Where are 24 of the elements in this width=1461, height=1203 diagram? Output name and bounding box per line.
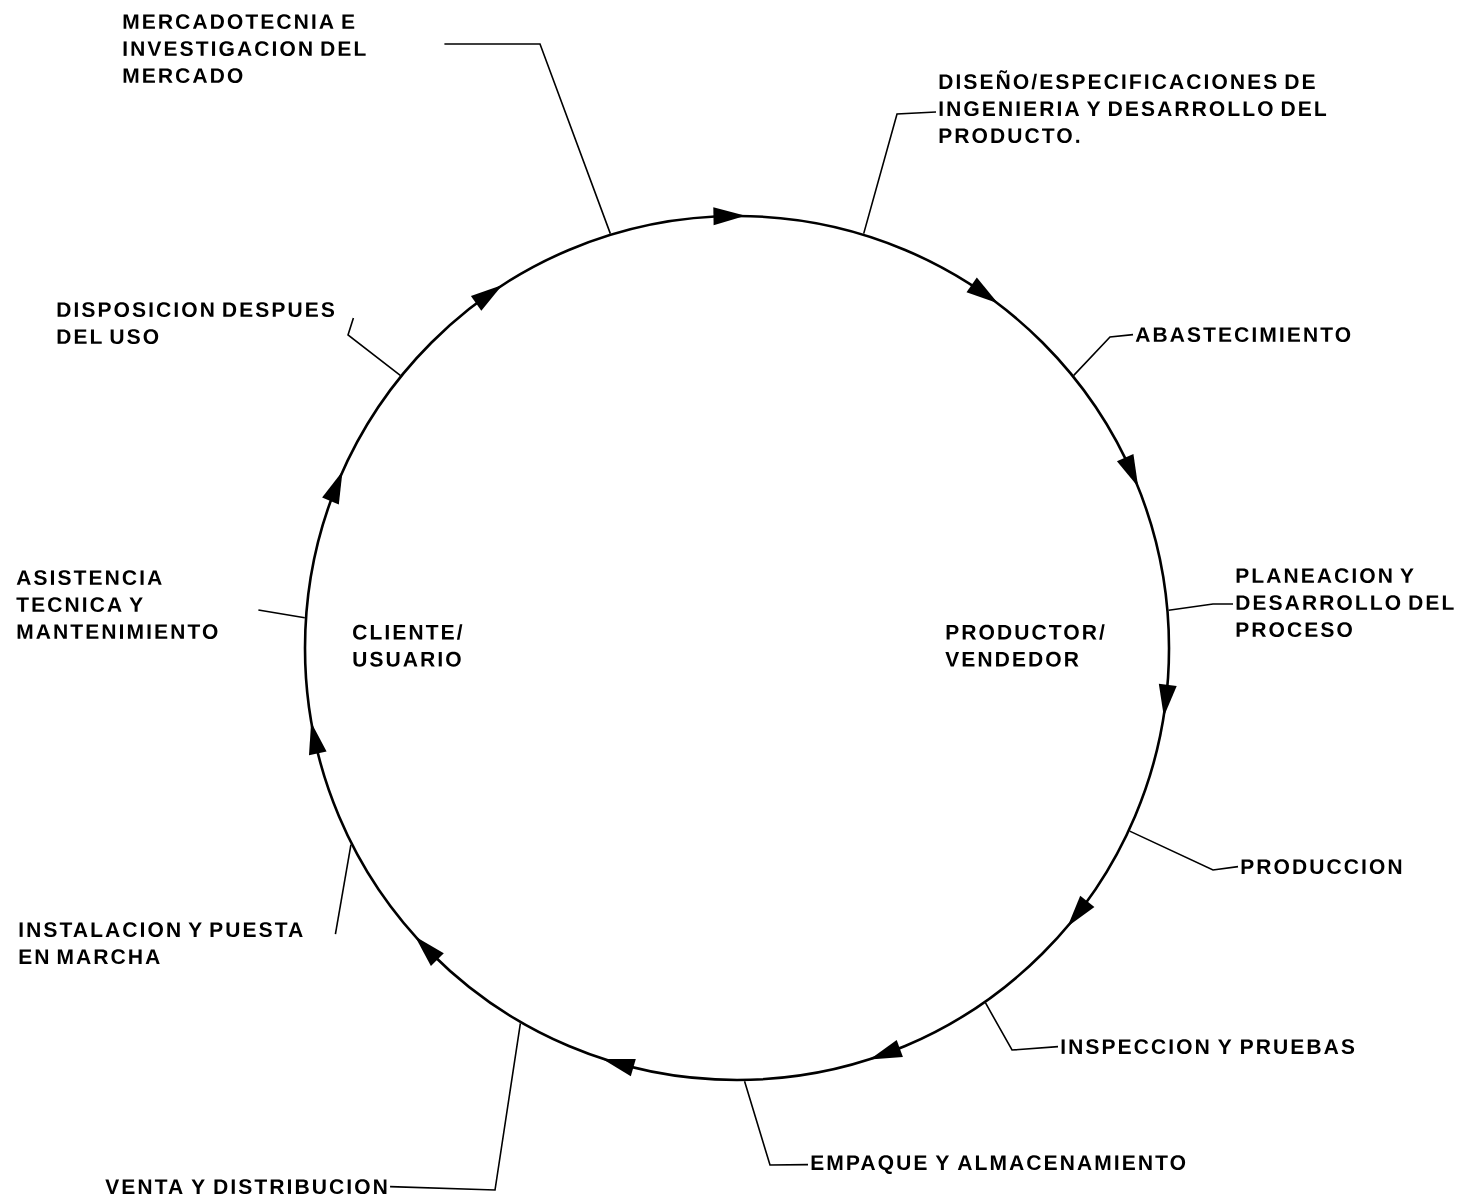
- stage-label: DISEÑO/ESPECIFICACIONES DE INGENIERIA Y DESARROLLO DEL PRODUCTO.: [939, 70, 1327, 144]
- stage-label: DISPOSICION DESPUES DEL USO: [57, 302, 335, 345]
- leader-line: [1167, 603, 1234, 612]
- stage-label: ABASTECIMIENTO: [1135, 327, 1351, 343]
- stage-label: MERCADOTECNIA E INVESTIGACION DEL MERCADO: [123, 14, 366, 84]
- stage-label: PRODUCCION: [1241, 859, 1402, 875]
- role-label: PRODUCTOR/ VENDEDOR: [945, 624, 1105, 667]
- leader-line: [443, 43, 612, 235]
- stage-label: INSPECCION Y PRUEBAS: [1061, 1039, 1355, 1055]
- leader-line: [257, 609, 306, 619]
- leader-line: [347, 317, 402, 377]
- leader-line: [389, 1022, 522, 1191]
- role-label: CLIENTE/ USUARIO: [353, 624, 463, 667]
- leader-line: [984, 1002, 1059, 1051]
- stage-label: ASISTENCIA TECNICA Y MANTENIMIENTO: [16, 570, 218, 640]
- stage-label: PLANEACION Y DESARROLLO DEL PROCESO: [1236, 568, 1454, 638]
- stage-label: EMPAQUE Y ALMACENAMIENTO: [811, 1155, 1186, 1174]
- stage-label: VENTA Y DISTRIBUCION: [105, 1179, 387, 1195]
- leader-line: [334, 843, 352, 935]
- stage-label: INSTALACION Y PUESTA EN MARCHA: [19, 922, 303, 965]
- leader-line: [743, 1080, 809, 1166]
- leader-line: [1072, 333, 1134, 377]
- leader-line: [1128, 830, 1239, 871]
- leader-line: [862, 111, 937, 235]
